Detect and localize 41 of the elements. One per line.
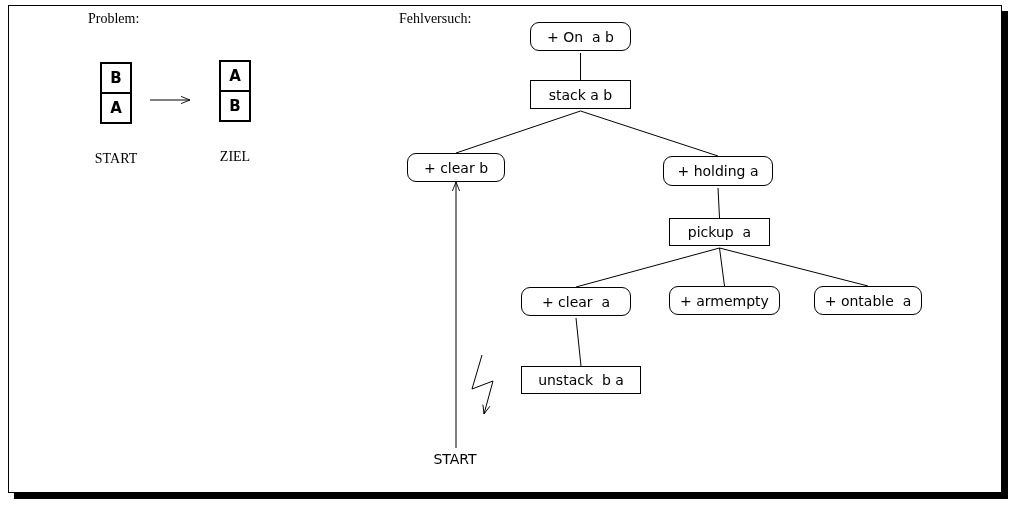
node-text: stack a b: [548, 86, 613, 103]
block-stack: [219, 60, 251, 122]
node-label: START: [94, 151, 138, 167]
goal-box: [814, 286, 922, 315]
block-letter: A: [229, 67, 241, 85]
action-box: [530, 80, 631, 109]
block: [220, 61, 250, 91]
goal-box: [669, 286, 780, 315]
connector-line: [575, 317, 582, 367]
block: [101, 93, 131, 123]
node-text: + On a b: [547, 28, 614, 45]
block-letter: A: [110, 99, 122, 117]
node-label: ZIEL: [219, 149, 251, 165]
section-heading: Problem:: [88, 11, 140, 27]
block: [220, 91, 250, 121]
connector-line: [580, 52, 581, 81]
connector-line: [717, 187, 720, 219]
action-box: [669, 218, 770, 246]
goal-box: [530, 22, 631, 51]
connector-line: [719, 247, 725, 287]
connector-line: [580, 110, 719, 157]
block-letter: B: [110, 69, 122, 87]
node-text: + clear a: [541, 293, 611, 310]
goal-box: [521, 287, 631, 316]
connector-line: [455, 110, 581, 154]
section-heading: Fehlversuch:: [399, 11, 472, 27]
block: [101, 63, 131, 93]
node-text: + clear b: [423, 159, 489, 176]
connector-line: [719, 247, 869, 287]
node-text: pickup a: [687, 224, 752, 240]
node-text: + holding a: [677, 163, 759, 179]
action-box: [521, 366, 641, 394]
node-text: + ontable a: [824, 292, 912, 309]
goal-box: [663, 156, 773, 186]
connector-line: [575, 247, 720, 288]
goal-box: [407, 153, 505, 182]
node-text: unstack b a: [538, 372, 624, 388]
block-stack: [100, 62, 132, 124]
node-text: + armempty: [680, 292, 769, 309]
start-label: START: [433, 451, 477, 467]
block-letter: B: [229, 97, 241, 115]
